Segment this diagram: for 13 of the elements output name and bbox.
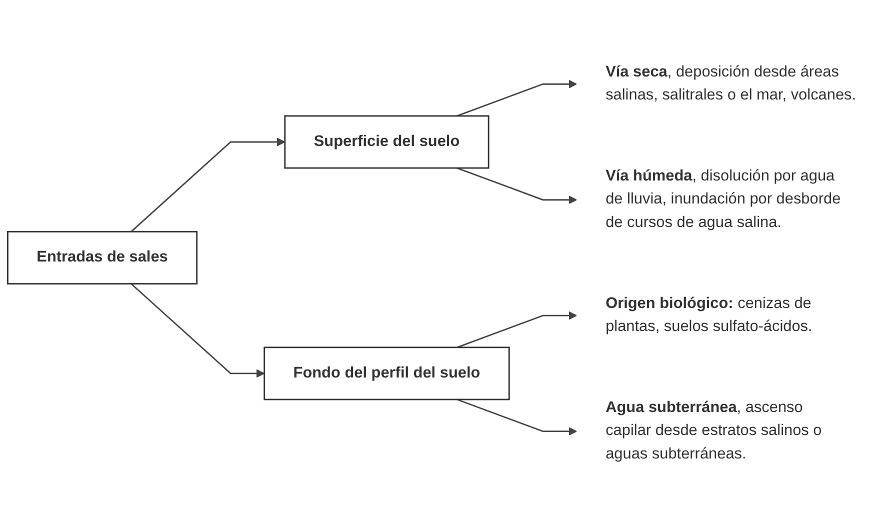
node-box: Fondo del perfil del suelo	[264, 346, 510, 400]
node-text: Vía seca, deposición desde áreas salinas, salitrales o el mar, volcanes.	[606, 64, 856, 104]
arrow	[456, 167, 578, 204]
node-text: Agua subterránea, ascenso capilar desde estratos salinos o aguas subterráneas.	[606, 399, 822, 462]
arrow	[456, 80, 578, 117]
node-text: Vía húmeda, disolución por agua de lluvia, inundación por desborde de cursos de agua salina.	[606, 168, 841, 231]
arrow	[130, 138, 286, 232]
arrow	[456, 398, 578, 436]
node-text: Origen biológico: cenizas de plantas, suelos sulfato-ácidos.	[606, 295, 812, 335]
node-box: Entradas de sales	[7, 230, 198, 284]
arrow	[456, 311, 578, 348]
arrow	[130, 283, 265, 378]
node-box: Superficie del suelo	[284, 115, 490, 169]
